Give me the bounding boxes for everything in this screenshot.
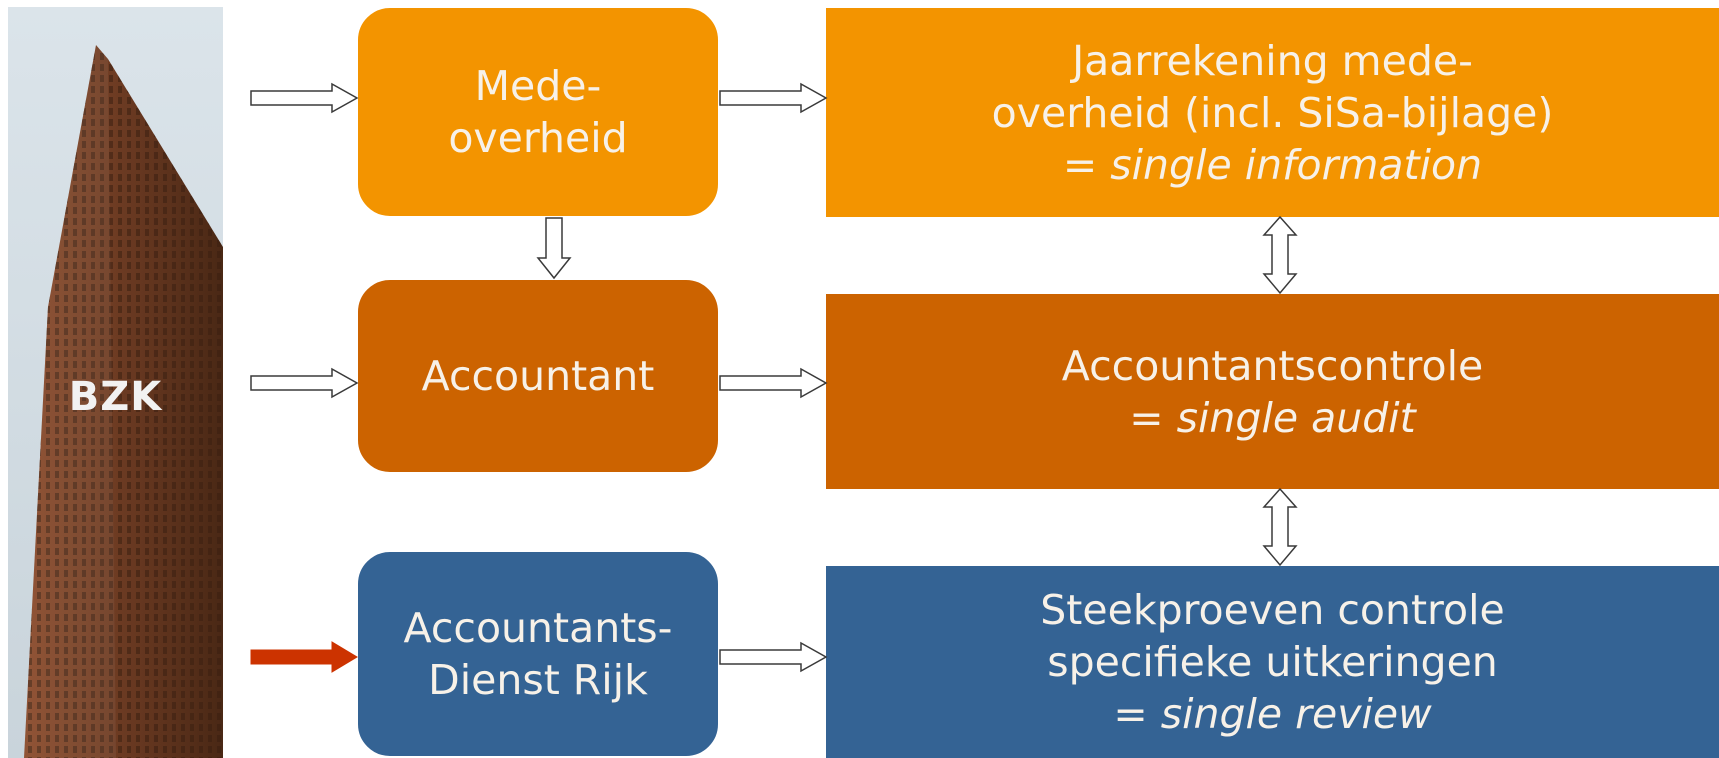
node-adr-line-2: Dienst Rijk <box>428 656 648 704</box>
box-jaarrekening-line-1: Jaarrekening mede- <box>1072 36 1473 85</box>
arrow-mede-overheid-to-jaarrekening <box>719 82 828 114</box>
node-accountant: Accountant <box>356 278 720 474</box>
box-accountantscontrole: Accountantscontrole = single audit <box>826 294 1719 489</box>
node-accountants-dienst-rijk: Accountants- Dienst Rijk <box>356 550 720 758</box>
tower-illustration <box>8 7 223 758</box>
arrow-bzk-to-accountant <box>250 367 359 399</box>
box-steekproeven-italic: = single review <box>1113 690 1432 738</box>
box-steekproeven-line-1: Steekproeven controle <box>1040 586 1505 634</box>
box-accountantscontrole-italic: = single audit <box>1129 393 1416 442</box>
bzk-label: BZK <box>68 374 163 420</box>
double-arrow-accountantscontrole-steekproeven <box>1262 487 1298 567</box>
node-mede-overheid: Mede- overheid <box>356 6 720 218</box>
box-jaarrekening-line-2: overheid (incl. SiSa-bijlage) <box>991 88 1554 137</box>
box-jaarrekening: Jaarrekening mede- overheid (incl. SiSa-… <box>826 8 1719 217</box>
arrow-adr-to-steekproeven <box>719 641 828 673</box>
node-adr-line-1: Accountants- <box>403 604 673 652</box>
arrow-mede-overheid-to-accountant <box>536 217 572 280</box>
arrow-accountant-to-accountantscontrole <box>719 367 828 399</box>
arrow-bzk-to-mede-overheid <box>250 82 359 114</box>
bzk-building-image: BZK <box>8 7 223 758</box>
box-steekproeven-line-2: specifieke uitkeringen <box>1047 638 1498 686</box>
double-arrow-jaarrekening-accountantscontrole <box>1262 215 1298 295</box>
node-mede-overheid-line-1: Mede- <box>474 62 602 110</box>
highlight-arrow-bzk-to-adr <box>250 641 358 673</box>
box-accountantscontrole-line-1: Accountantscontrole <box>1061 341 1484 390</box>
box-steekproeven: Steekproeven controle specifieke uitkeri… <box>826 566 1719 758</box>
box-jaarrekening-italic: = single information <box>1062 140 1483 189</box>
node-accountant-label: Accountant <box>421 352 655 400</box>
node-mede-overheid-line-2: overheid <box>448 114 628 162</box>
